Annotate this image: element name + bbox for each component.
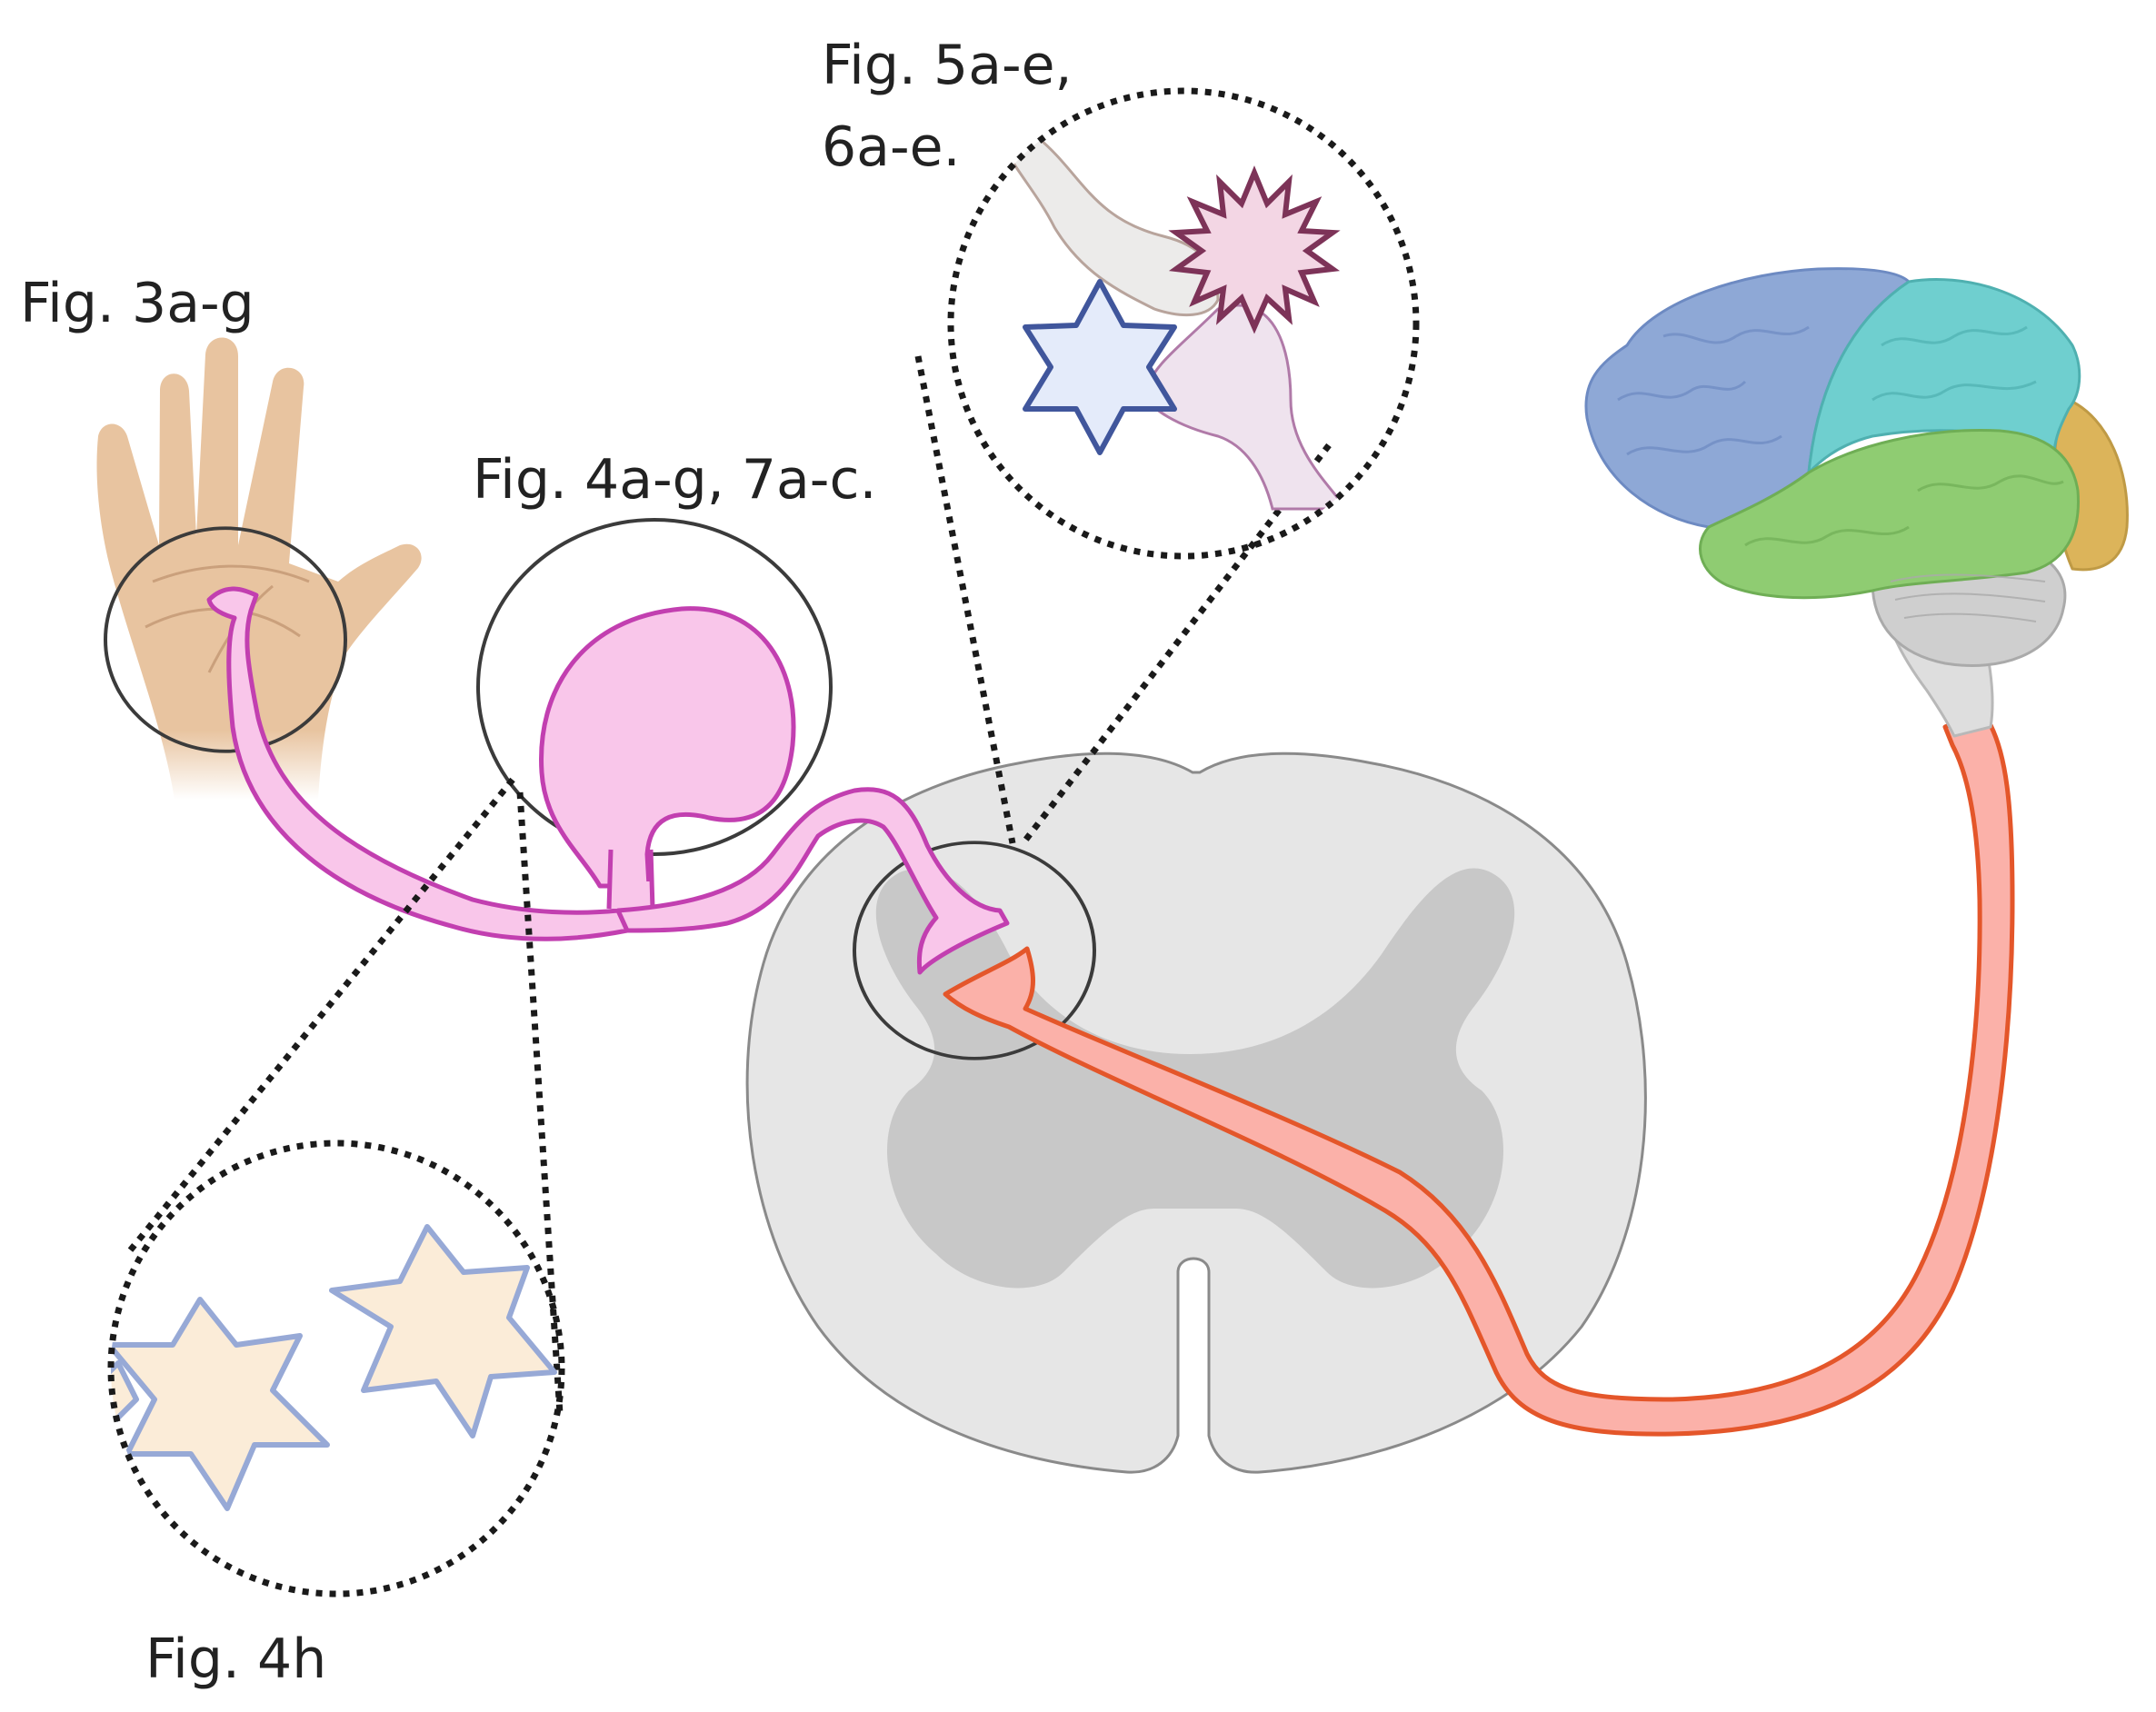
- sensory-neuron-icon: [206, 586, 1010, 975]
- spinal-zoom-inset: [947, 87, 1420, 560]
- label-fig-3: Fig. 3a-g: [20, 272, 255, 335]
- spinal-zoom-ring: [947, 87, 1420, 560]
- drg-zoom-inset: [107, 1140, 565, 1598]
- star-icon: [111, 1360, 139, 1438]
- projection-neuron-icon: [943, 717, 2015, 1437]
- brain-temporal: [1699, 429, 2081, 600]
- drg-zoom-ring: [476, 518, 833, 856]
- star-icon: [1023, 279, 1177, 455]
- star-icon: [111, 1297, 330, 1511]
- zoom-connector-lines: [125, 355, 1332, 1415]
- dorsal-horn-zoom-ring: [853, 841, 1096, 1060]
- label-fig-4: Fig. 4a-g, 7a-c.: [473, 448, 877, 512]
- spiky-cell-icon: [1168, 165, 1341, 334]
- drg-zoom-circle: [107, 1140, 565, 1598]
- star-icon: [329, 1224, 557, 1438]
- brain-icon: [1584, 267, 2129, 738]
- label-fig-6: 6a-e.: [822, 115, 961, 179]
- label-fig-5: Fig. 5a-e,: [822, 34, 1073, 97]
- hand-zoom-ring: [104, 526, 347, 753]
- label-fig-4h: Fig. 4h: [145, 1627, 327, 1691]
